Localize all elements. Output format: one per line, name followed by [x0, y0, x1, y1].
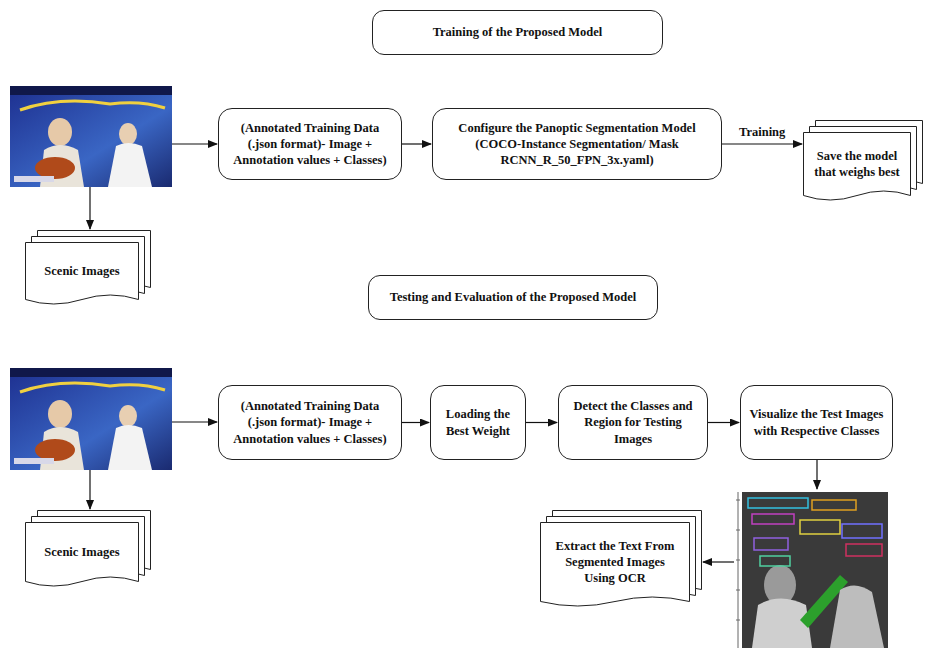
node-text: Loading the Best Weight	[431, 402, 525, 443]
document-node: Extract the Text From Segmented Images U…	[540, 510, 702, 610]
node-text: Extract the Text From Segmented Images U…	[542, 534, 688, 591]
edge-label: Training	[737, 125, 787, 140]
process-box: Detect the Classes and Region for Testin…	[558, 385, 708, 460]
node-text: Training of the Proposed Model	[425, 20, 611, 44]
album-cover	[10, 86, 172, 187]
node-text: (Annotated Training Data (.json format)-…	[219, 394, 401, 451]
process-box: (Annotated Training Data (.json format)-…	[218, 385, 402, 460]
node-text: Visualize the Test Images with Respectiv…	[741, 402, 892, 443]
node-text: Testing and Evaluation of the Proposed M…	[382, 285, 645, 309]
connector-arrow	[708, 422, 739, 423]
static-arrows	[90, 144, 817, 562]
process-box: Training of the Proposed Model	[372, 10, 663, 55]
node-text: Configure the Panoptic Segmentation Mode…	[433, 116, 721, 173]
connector-arrow	[722, 143, 802, 144]
connector-arrow	[402, 143, 431, 144]
node-text: (Annotated Training Data (.json format)-…	[219, 116, 401, 173]
document-node: Scenic Images	[25, 230, 151, 308]
segmented-output-image	[736, 492, 888, 648]
process-box: Configure the Panoptic Segmentation Mode…	[432, 108, 722, 180]
document-node: Scenic Images	[25, 510, 151, 590]
process-box: (Annotated Training Data (.json format)-…	[218, 108, 402, 180]
connector-arrow	[526, 422, 557, 423]
process-box: Visualize the Test Images with Respectiv…	[740, 385, 893, 460]
node-text: Scenic Images	[36, 540, 127, 564]
node-text: Save the model that weighs best	[805, 144, 909, 185]
node-text: Scenic Images	[36, 259, 127, 283]
process-box: Loading the Best Weight	[430, 385, 526, 460]
connector-arrow	[402, 422, 429, 423]
document-node: Save the model that weighs best	[803, 120, 923, 204]
album-cover	[10, 368, 172, 470]
node-text: Detect the Classes and Region for Testin…	[559, 394, 707, 451]
process-box: Testing and Evaluation of the Proposed M…	[368, 275, 658, 320]
